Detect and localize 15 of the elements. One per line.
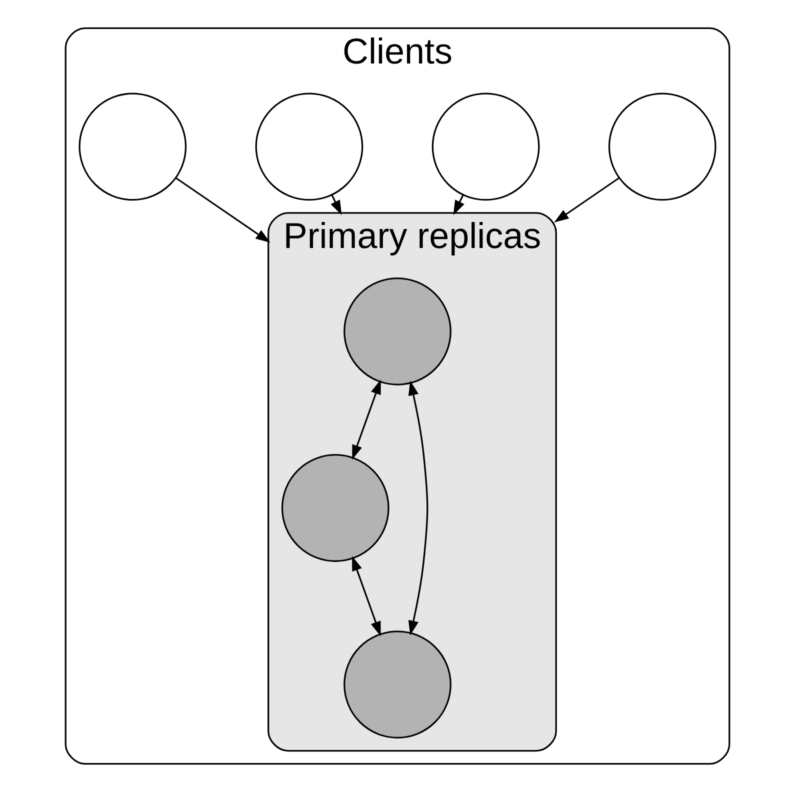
arrow — [452, 194, 464, 216]
node-circle — [78, 92, 186, 201]
cluster: Primary replicas — [267, 212, 556, 752]
arrow — [352, 379, 380, 460]
arrow — [330, 194, 342, 216]
arrow — [352, 556, 380, 636]
node-circle — [343, 630, 451, 738]
node-circle — [254, 92, 363, 201]
node-circle — [280, 454, 389, 562]
arrow — [554, 177, 620, 223]
arrow — [408, 380, 428, 636]
node-circle — [343, 277, 451, 386]
node-circle — [431, 92, 540, 201]
node-circle — [608, 92, 716, 201]
arrow — [174, 177, 270, 243]
